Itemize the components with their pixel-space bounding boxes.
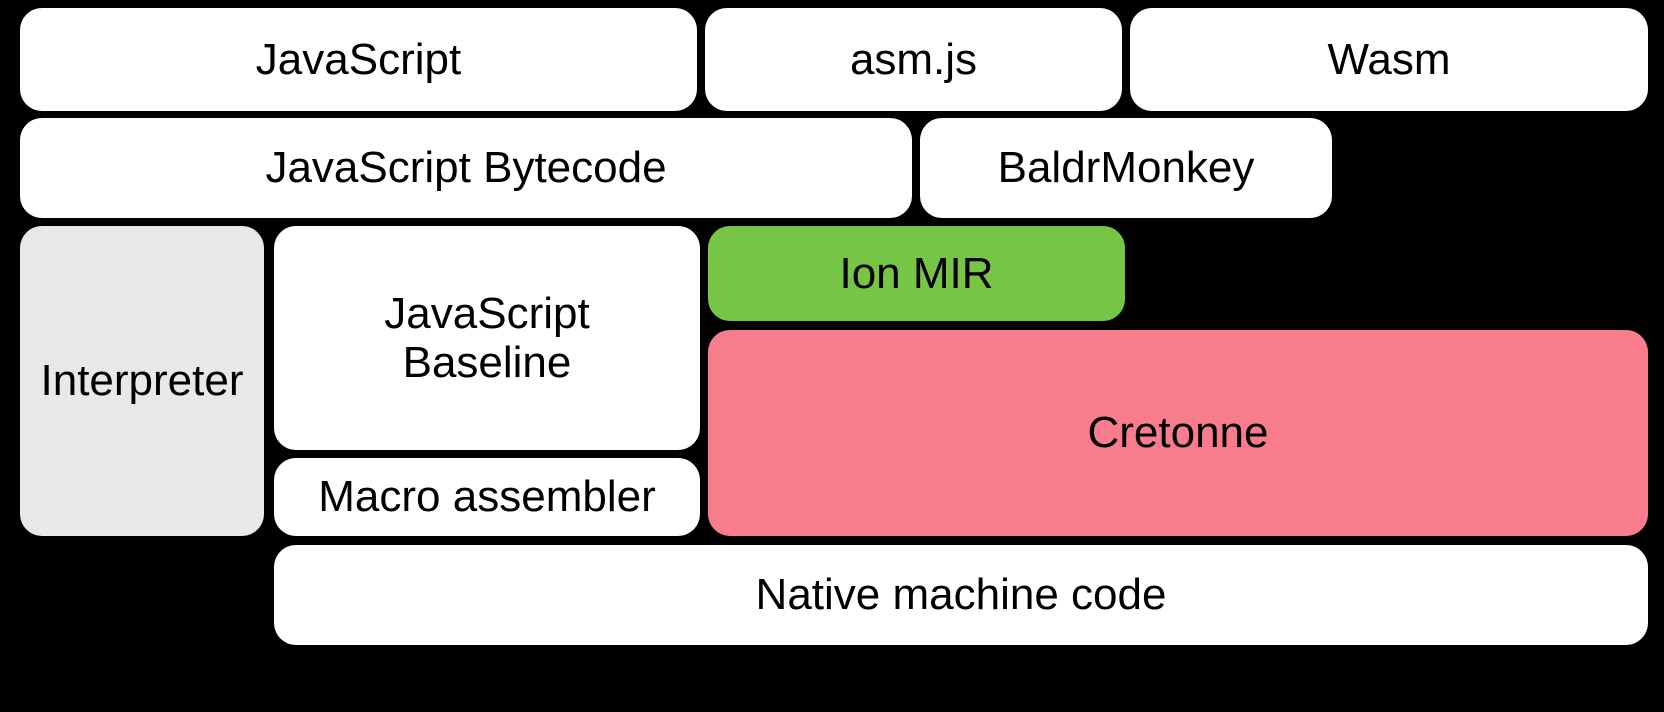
box-native-machine-code[interactable]: Native machine code (274, 545, 1648, 645)
box-baldrmonkey[interactable]: BaldrMonkey (920, 118, 1332, 218)
box-javascript-baseline[interactable]: JavaScript Baseline (274, 226, 700, 450)
box-cretonne[interactable]: Cretonne (708, 330, 1648, 536)
box-interpreter[interactable]: Interpreter (20, 226, 264, 536)
box-wasm[interactable]: Wasm (1130, 8, 1648, 111)
box-asm-js[interactable]: asm.js (705, 8, 1122, 111)
box-javascript[interactable]: JavaScript (20, 8, 697, 111)
box-javascript-bytecode[interactable]: JavaScript Bytecode (20, 118, 912, 218)
box-macro-assembler[interactable]: Macro assembler (274, 458, 700, 536)
box-ion-mir[interactable]: Ion MIR (708, 226, 1125, 321)
